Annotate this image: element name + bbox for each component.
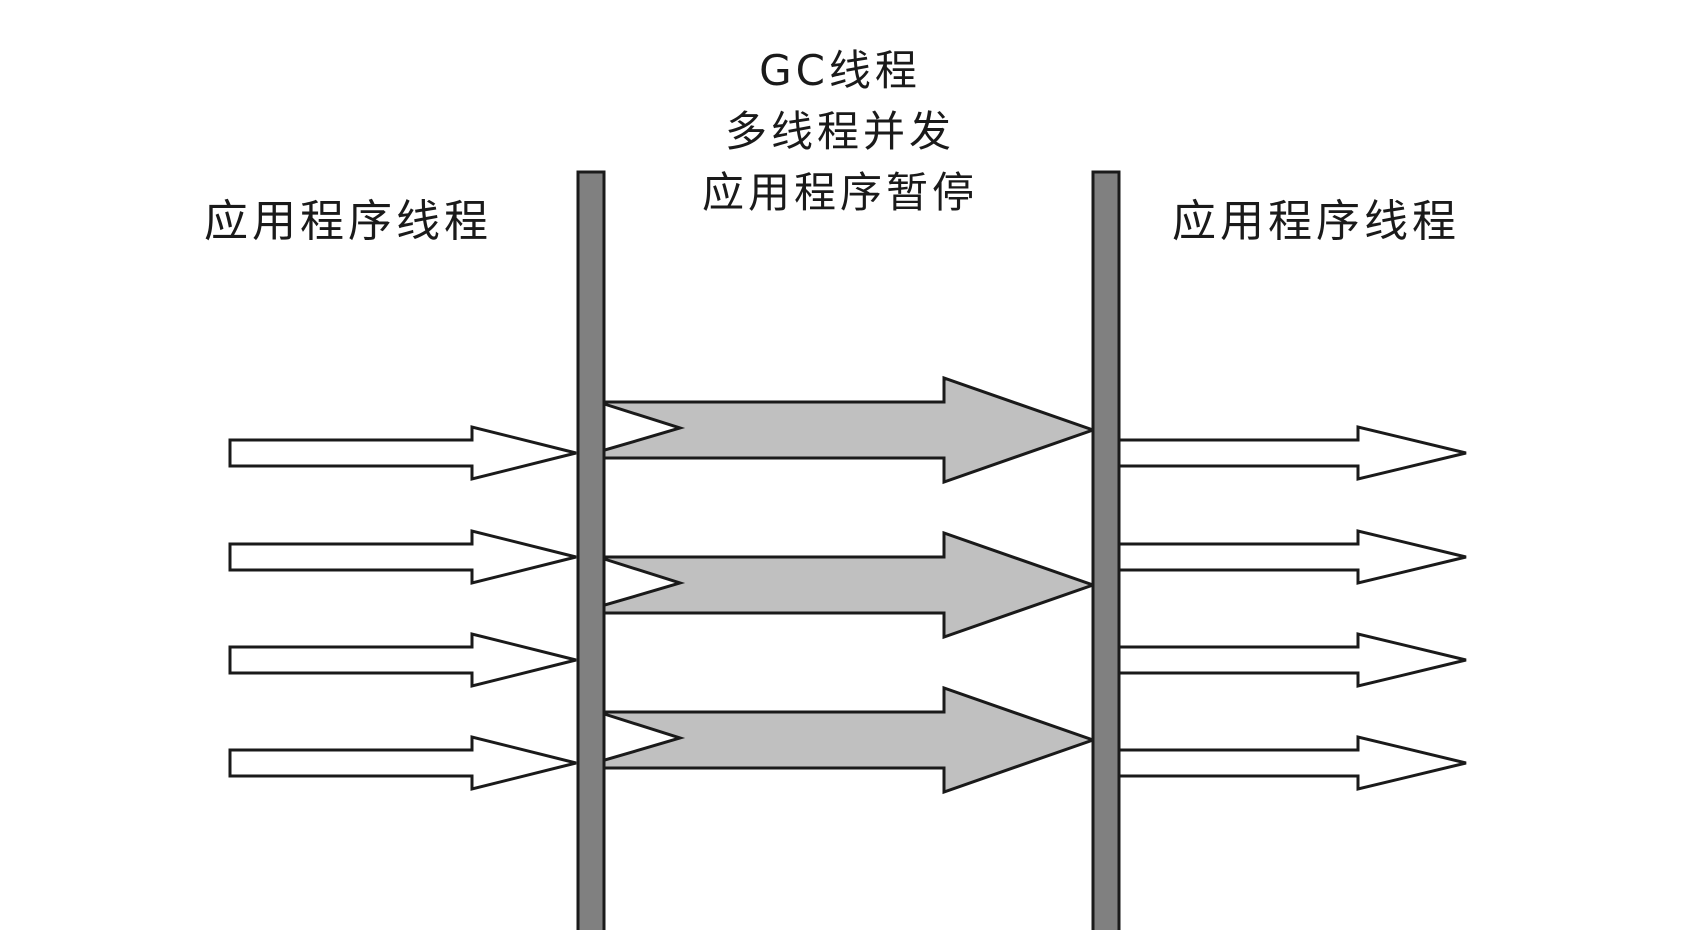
gc-thread-arrow: [602, 685, 1098, 795]
app-thread-arrow: [1116, 425, 1467, 481]
gc-title: GC线程 多线程并发 应用程序暂停: [640, 40, 1040, 223]
gc-title-line: GC线程: [759, 46, 921, 95]
pause-start-bar: [576, 170, 606, 930]
gc-thread-arrow: [602, 530, 1098, 640]
gc-title-line: 应用程序暂停: [701, 168, 978, 217]
app-thread-arrow: [228, 632, 577, 688]
left-app-threads-label: 应用程序线程: [204, 196, 492, 247]
app-thread-arrow: [228, 529, 577, 585]
gc-thread-arrow: [602, 375, 1098, 485]
app-thread-arrow: [1116, 735, 1467, 791]
app-thread-arrow: [228, 735, 577, 791]
app-thread-arrow: [1116, 632, 1467, 688]
gc-title-line: 多线程并发: [724, 107, 955, 156]
app-thread-arrow: [228, 425, 577, 481]
pause-end-bar: [1091, 170, 1121, 930]
app-thread-arrow: [1116, 529, 1467, 585]
right-app-threads-label: 应用程序线程: [1172, 196, 1460, 247]
